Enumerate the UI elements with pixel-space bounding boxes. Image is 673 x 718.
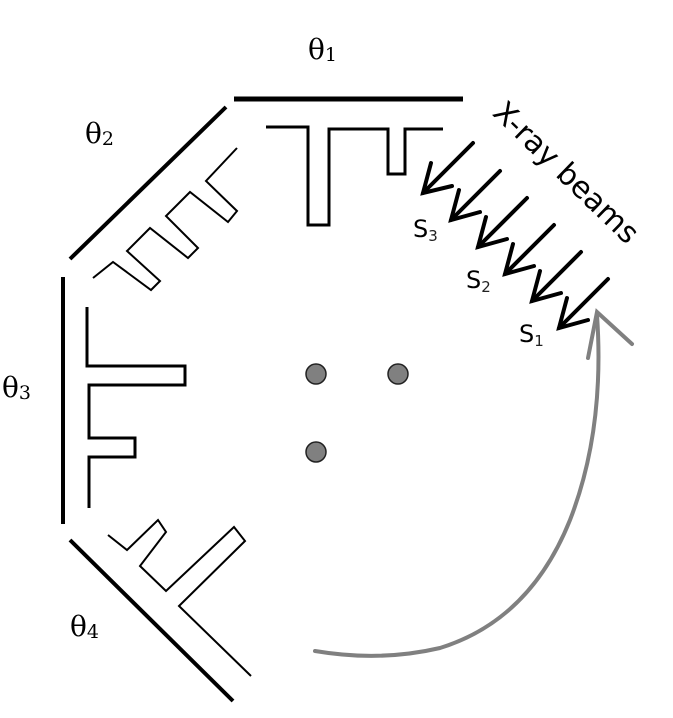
source-label-s3: S3 — [413, 215, 438, 245]
panel-theta1 — [234, 96, 463, 227]
panel-theta2 — [68, 105, 239, 292]
theta3-label: θ3 — [2, 371, 31, 404]
theta2-label: θ2 — [85, 117, 114, 150]
beam-arrow-4 — [502, 223, 556, 277]
source-label-s2: S2 — [466, 266, 491, 296]
panel-theta4 — [68, 518, 252, 703]
theta4-label: θ4 — [70, 610, 99, 643]
beam-arrow-3 — [475, 196, 529, 250]
beam-arrow-5 — [529, 250, 583, 304]
beam-arrow-2 — [448, 169, 502, 223]
beam-arrow-6 — [556, 277, 610, 331]
beam-arrow-1 — [420, 141, 475, 196]
sample-points — [305, 363, 409, 463]
source-label-s1: S1 — [519, 320, 544, 350]
rotation-arrow — [313, 308, 634, 658]
panel-theta3 — [61, 277, 187, 524]
xray-beam-arrows — [420, 141, 610, 331]
theta1-label: θ1 — [308, 33, 337, 66]
